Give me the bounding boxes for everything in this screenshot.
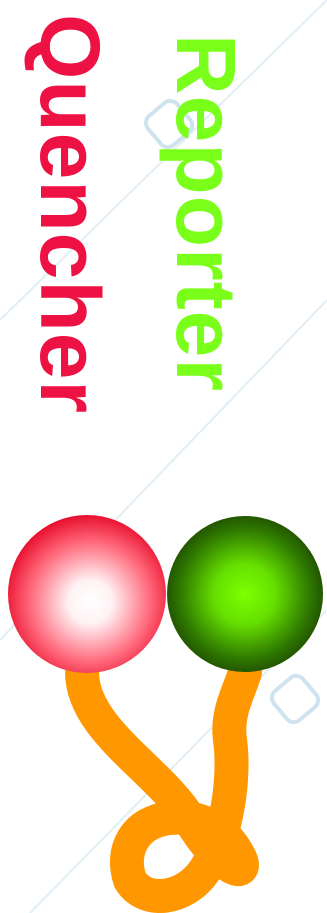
- linker-strand: [82, 672, 245, 896]
- quencher-label: Quencher: [28, 14, 112, 414]
- reporter-sphere: [167, 516, 323, 672]
- quencher-sphere: [8, 515, 166, 673]
- reporter-label: Reporter: [164, 34, 248, 392]
